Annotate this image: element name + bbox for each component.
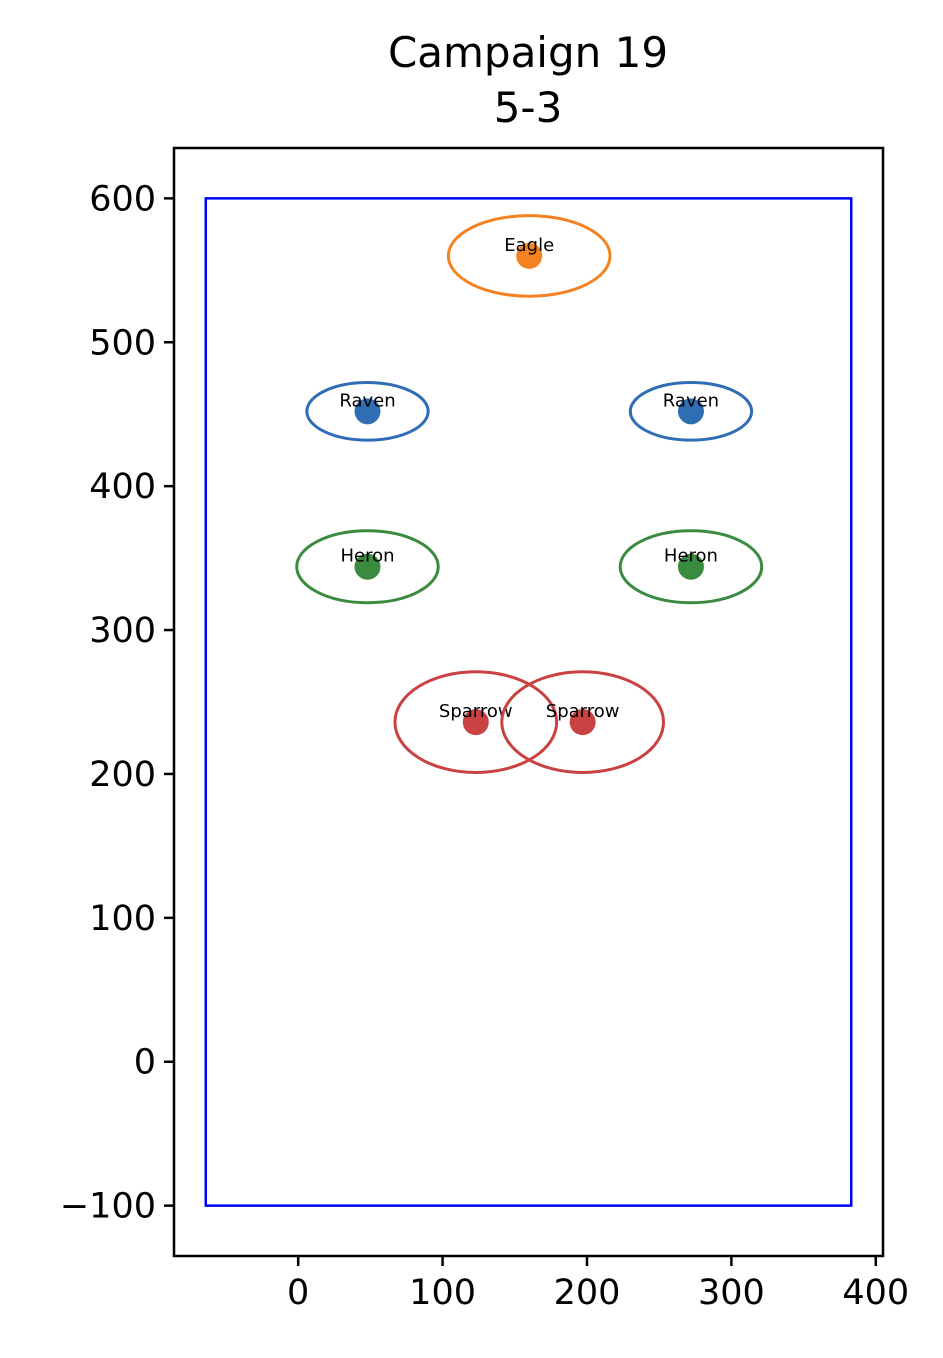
range-ellipse-2: [628, 381, 754, 442]
y-tick-label-6: 500: [89, 323, 156, 363]
x-tick-label-4: 400: [842, 1273, 909, 1313]
range-ellipse-5: [393, 670, 559, 775]
unit-label-2: Raven: [663, 390, 719, 411]
y-tick-label-0: −100: [60, 1187, 156, 1227]
chart-subtitle: 5-3: [494, 83, 563, 132]
unit-label-4: Heron: [664, 546, 718, 567]
unit-point-4: [677, 553, 704, 580]
y-tick-label-1: 0: [134, 1043, 156, 1083]
y-tick-label-4: 300: [89, 611, 156, 651]
range-ellipse-3: [295, 529, 440, 605]
unit-point-3: [354, 553, 381, 580]
unit-label-1: Raven: [339, 390, 395, 411]
range-ellipse-6: [500, 670, 666, 775]
unit-point-5: [462, 709, 489, 736]
y-tick-label-5: 400: [89, 467, 156, 507]
y-tick-label-7: 600: [89, 179, 156, 219]
unit-label-5: Sparrow: [439, 701, 513, 722]
boundary-rect: [204, 197, 853, 1207]
y-tick-label-3: 200: [89, 755, 156, 795]
range-ellipse-1: [305, 381, 430, 442]
x-tick-label-0: 0: [287, 1273, 309, 1313]
unit-point-6: [569, 709, 596, 736]
plot-frame: [172, 146, 885, 1258]
unit-label-3: Heron: [340, 546, 394, 567]
y-tick-label-2: 100: [89, 899, 156, 939]
unit-point-1: [354, 398, 381, 425]
x-tick-label-3: 300: [698, 1273, 765, 1313]
unit-point-2: [677, 398, 704, 425]
unit-label-6: Sparrow: [546, 701, 620, 722]
chart-title: Campaign 19: [388, 28, 668, 77]
x-tick-label-2: 200: [554, 1273, 621, 1313]
range-ellipse-0: [446, 214, 612, 298]
x-tick-label-1: 100: [409, 1273, 476, 1313]
unit-label-0: Eagle: [504, 235, 554, 256]
range-ellipse-4: [618, 529, 764, 605]
unit-point-0: [516, 242, 543, 269]
axes: 0 100 200 300 400 −100 0 100 200 300 400 500 600: [60, 179, 909, 1313]
